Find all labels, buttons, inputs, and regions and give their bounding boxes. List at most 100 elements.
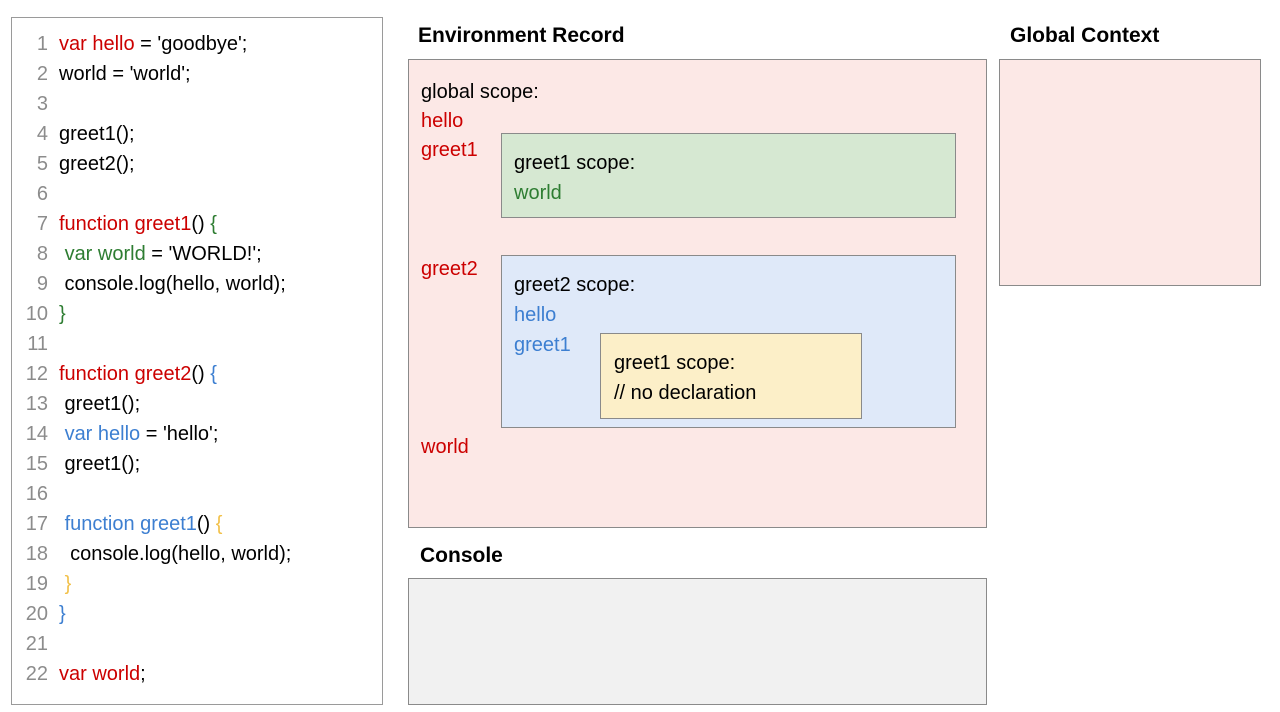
code-token: world = 'world'; <box>59 63 191 85</box>
code-token: () <box>196 513 216 535</box>
code-line-text: greet1(); <box>48 389 141 419</box>
greet1-inner-scope-box <box>600 333 862 419</box>
code-token: { <box>215 513 223 535</box>
code-line-number: 6 <box>36 183 48 205</box>
code-line: 15 greet1(); <box>12 449 382 479</box>
global-binding-hello: hello <box>421 110 464 132</box>
code-token: = 'goodbye'; <box>134 33 248 55</box>
code-line: 2 world = 'world'; <box>12 59 382 89</box>
console-title: Console <box>420 544 503 567</box>
code-line-text: } <box>48 599 66 629</box>
code-token: function greet1 <box>59 213 192 235</box>
code-line-number: 19 <box>25 573 48 595</box>
code-token: var hello <box>59 33 135 55</box>
code-line-text: } <box>48 569 72 599</box>
code-line: 19 } <box>12 569 382 599</box>
code-line-number: 5 <box>36 153 48 175</box>
code-line: 8 var world = 'WORLD!'; <box>12 239 382 269</box>
code-line: 14 var hello = 'hello'; <box>12 419 382 449</box>
code-line: 3 <box>12 89 382 119</box>
code-line-text: world = 'world'; <box>48 59 191 89</box>
code-line: 1 var hello = 'goodbye'; <box>12 29 382 59</box>
global-binding-world: world <box>421 436 469 458</box>
code-token: () <box>191 213 211 235</box>
code-token: } <box>59 303 66 325</box>
code-token: greet1(); <box>59 393 141 415</box>
code-line-text: function greet1() { <box>48 209 217 239</box>
code-token: greet1(); <box>59 123 135 145</box>
code-line: 4 greet1(); <box>12 119 382 149</box>
greet2-scope-label: greet2 scope: <box>514 274 636 296</box>
code-line-text: function greet1() { <box>48 509 223 539</box>
code-line-number: 8 <box>36 243 48 265</box>
greet1-scope-label: greet1 scope: <box>514 152 636 174</box>
code-token: = 'WORLD!'; <box>145 243 262 265</box>
code-line-number: 12 <box>25 363 48 385</box>
code-token: = 'hello'; <box>140 423 219 445</box>
code-line-number: 7 <box>36 213 48 235</box>
code-token: console.log(hello, world); <box>59 543 292 565</box>
code-line-number: 15 <box>25 453 48 475</box>
code-line-number: 4 <box>36 123 48 145</box>
code-line: 13 greet1(); <box>12 389 382 419</box>
greet1-binding-world: world <box>514 182 562 204</box>
code-editor-panel[interactable]: 1 var hello = 'goodbye'; 2 world = 'world';… <box>11 17 383 705</box>
code-line-number: 14 <box>25 423 48 445</box>
code-line: 10} <box>12 299 382 329</box>
code-token: } <box>64 573 72 595</box>
code-line: 11 <box>12 329 382 359</box>
code-line-number: 16 <box>25 483 48 505</box>
code-line: 9 console.log(hello, world); <box>12 269 382 299</box>
code-line-number: 13 <box>25 393 48 415</box>
global-binding-greet2: greet2 <box>421 258 478 280</box>
code-line: 5 greet2(); <box>12 149 382 179</box>
code-token: { <box>210 363 217 385</box>
code-line-number: 1 <box>36 33 48 55</box>
environment-record-title: Environment Record <box>418 24 625 47</box>
global-context-title: Global Context <box>1010 24 1160 47</box>
code-line: 21 <box>12 629 382 659</box>
code-line-number: 3 <box>36 93 48 115</box>
code-line-number: 11 <box>27 333 48 355</box>
code-line-number: 22 <box>25 663 48 685</box>
code-line-text: greet1(); <box>48 449 141 479</box>
code-line-number: 2 <box>36 63 48 85</box>
code-line-text: var world = 'WORLD!'; <box>48 239 262 269</box>
greet1-inner-scope-comment: // no declaration <box>614 382 757 404</box>
code-line-text: greet1(); <box>48 119 135 149</box>
code-line-number: 18 <box>25 543 48 565</box>
code-token: console.log(hello, world); <box>59 273 286 295</box>
code-token: { <box>210 213 217 235</box>
code-token: var world <box>64 243 146 265</box>
code-token: ; <box>140 663 146 685</box>
code-line-list: 1 var hello = 'goodbye'; 2 world = 'world';… <box>12 29 382 689</box>
code-line: 17 function greet1() { <box>12 509 382 539</box>
code-token: var world <box>59 663 141 685</box>
greet2-binding-hello: hello <box>514 304 557 326</box>
code-token: greet2(); <box>59 153 135 175</box>
code-token: } <box>59 603 66 625</box>
greet1-scope-box <box>501 133 956 218</box>
code-token: greet1(); <box>59 453 141 475</box>
code-line: 12 function greet2() { <box>12 359 382 389</box>
code-line-number: 10 <box>25 303 48 325</box>
greet2-binding-greet1: greet1 <box>514 334 571 356</box>
code-token: () <box>191 363 211 385</box>
code-token: function greet1 <box>64 513 197 535</box>
code-line-text: greet2(); <box>48 149 135 179</box>
code-line: 20} <box>12 599 382 629</box>
code-line-number: 20 <box>25 603 48 625</box>
code-line: 16 <box>12 479 382 509</box>
global-scope-label: global scope: <box>421 81 539 103</box>
code-token: function greet2 <box>59 363 192 385</box>
code-line: 18 console.log(hello, world); <box>12 539 382 569</box>
global-context-box <box>999 59 1261 286</box>
global-binding-greet1: greet1 <box>421 139 478 161</box>
code-line-text: console.log(hello, world); <box>48 539 291 569</box>
code-line-text: var world; <box>48 659 146 689</box>
code-line: 6 <box>12 179 382 209</box>
code-line-text: } <box>48 299 66 329</box>
code-line-number: 9 <box>36 273 48 295</box>
